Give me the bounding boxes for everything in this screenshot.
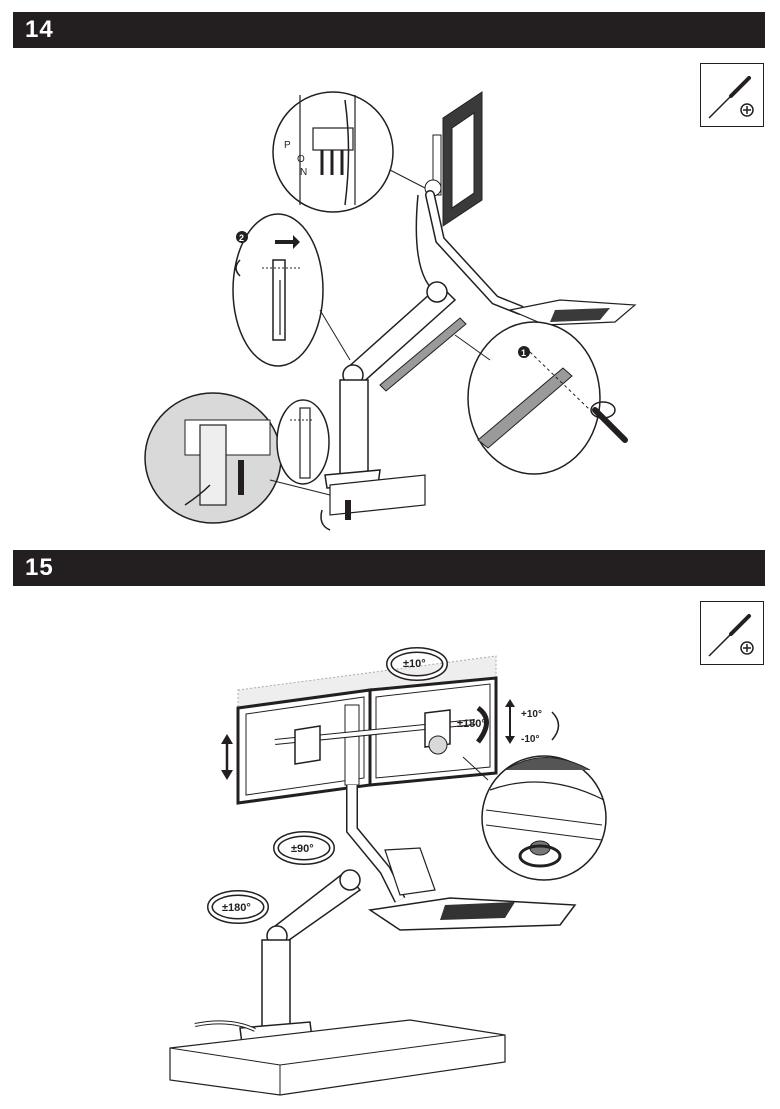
marker-1: 1 bbox=[521, 348, 526, 358]
step-14-header-bar: 14 bbox=[13, 12, 765, 48]
clamp-callout bbox=[144, 392, 331, 524]
top-tilt-indicator: ±10° bbox=[386, 647, 448, 681]
monitor-side-view bbox=[424, 91, 483, 227]
label-up: +10° bbox=[521, 709, 542, 720]
label-p: P bbox=[284, 140, 291, 151]
arm-pivot-indicator: ±90° bbox=[273, 831, 335, 865]
mount-arm bbox=[320, 190, 637, 531]
dual-monitors bbox=[236, 676, 498, 805]
step-15-header-bar: 15 bbox=[13, 550, 765, 586]
base-pivot-indicator: ±180° bbox=[207, 890, 269, 924]
label-down: -10° bbox=[521, 734, 539, 745]
cover-insert-callout bbox=[276, 399, 330, 485]
cable-clip-callout: P O N bbox=[272, 91, 426, 213]
desk-surface bbox=[169, 1019, 506, 1096]
step-14-tool-box bbox=[700, 63, 764, 127]
label-base-pivot: ±180° bbox=[222, 902, 251, 914]
monitor-tilt-vertical: +10° -10° bbox=[505, 699, 560, 745]
cable-cover-callout-1: 1 bbox=[454, 321, 628, 475]
monitor-rotate-indicator: ±180° bbox=[457, 705, 489, 744]
step-15-number: 15 bbox=[25, 554, 54, 581]
step-14-number: 14 bbox=[25, 16, 54, 43]
label-arm-pivot: ±90° bbox=[291, 843, 314, 855]
screwdriver-icon bbox=[708, 614, 754, 657]
screwdriver-icon bbox=[708, 76, 754, 119]
tension-knob-callout bbox=[462, 755, 607, 881]
marker-2: 2 bbox=[239, 233, 244, 243]
label-n: N bbox=[300, 167, 307, 178]
height-adjust-arrow bbox=[221, 734, 233, 780]
cable-cover-callout-2: 2 bbox=[232, 213, 351, 367]
label-monitor-rotate: ±180° bbox=[457, 718, 486, 730]
label-o: O bbox=[297, 154, 305, 165]
label-top-tilt: ±10° bbox=[403, 658, 426, 670]
step-15-tool-box bbox=[700, 601, 764, 665]
step-14-illustration: P O N bbox=[144, 91, 637, 531]
